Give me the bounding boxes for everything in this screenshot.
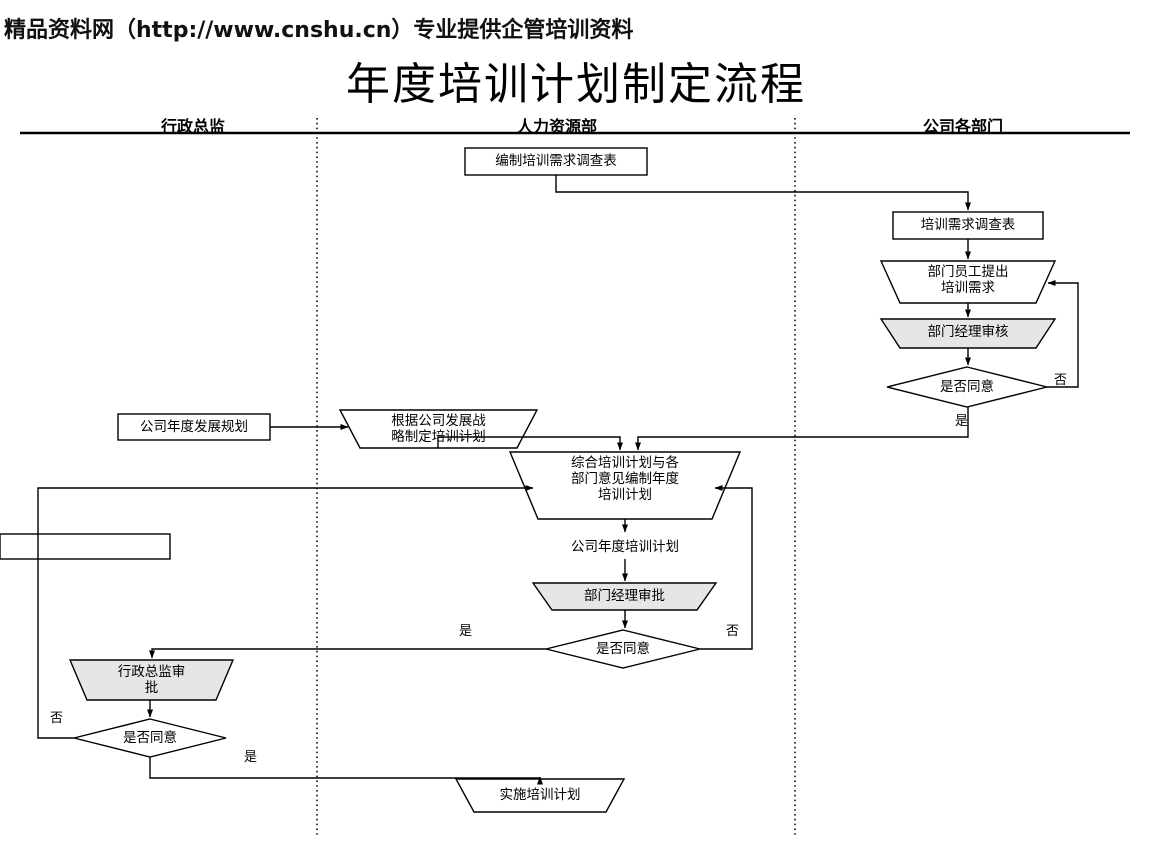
lane-header-hr-department: 人力资源部 <box>516 119 597 136</box>
site-watermark: 精品资料网（http://www.cnshu.cn）专业提供企管培训资料 <box>4 18 634 43</box>
node-n10-shape[interactable] <box>531 582 718 611</box>
node-n9-shape[interactable] <box>0 533 171 560</box>
node-n14-shape[interactable] <box>454 778 626 813</box>
edge-n13-yes-to-n14 <box>149 757 544 785</box>
edge-label-n5-no: 否 <box>1054 372 1068 387</box>
edge-n13-no-to-n8 <box>37 485 534 739</box>
edge-label-n13-yes: 是 <box>244 749 258 764</box>
edge-n1-to-n2 <box>555 175 971 211</box>
node-n2-shape[interactable] <box>892 211 1044 240</box>
node-n5-shape[interactable] <box>886 366 1048 408</box>
edge-n5-yes-to-n8 <box>634 407 969 451</box>
edge-label-n13-no: 否 <box>50 710 64 725</box>
edge-n11-no-to-n8 <box>700 484 753 650</box>
node-n1-shape[interactable] <box>464 147 648 176</box>
node-n6-shape[interactable] <box>117 413 271 441</box>
edge-n11-yes-to-n12 <box>148 648 546 659</box>
node-n8-shape[interactable] <box>508 451 742 520</box>
page-title: 年度培训计划制定流程 <box>346 59 806 110</box>
node-n12-shape[interactable] <box>68 659 235 701</box>
node-n13-shape[interactable] <box>73 718 227 758</box>
node-n4-shape[interactable] <box>879 318 1057 349</box>
node-n11-shape[interactable] <box>545 629 701 669</box>
edge-label-n5-yes: 是 <box>955 413 969 428</box>
lane-header-admin-director: 行政总监 <box>160 119 225 136</box>
edge-label-n11-no: 否 <box>726 623 740 638</box>
edge-n7-to-n8 <box>437 436 623 451</box>
edge-label-n11-yes: 是 <box>459 623 473 638</box>
lane-header-company-departments: 公司各部门 <box>922 119 1003 136</box>
edge-n5-no-to-n3 <box>1047 279 1079 388</box>
node-n7-shape[interactable] <box>338 409 539 449</box>
node-n3-shape[interactable] <box>879 260 1057 304</box>
